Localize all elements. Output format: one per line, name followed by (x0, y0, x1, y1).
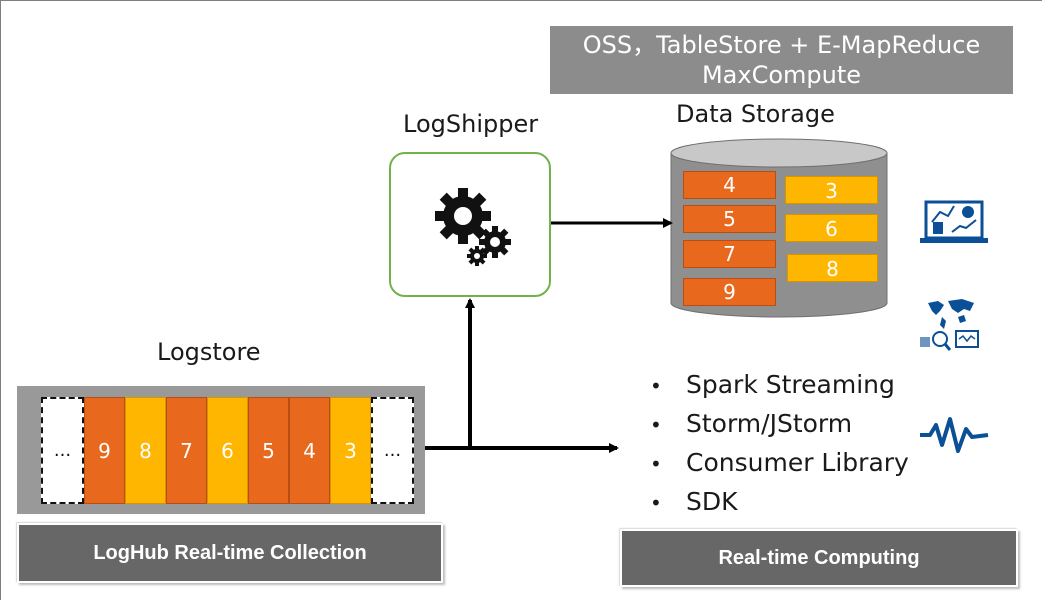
bullet-icon: • (650, 413, 662, 437)
logstore-cell: 8 (125, 397, 166, 504)
storage-cell: 6 (785, 214, 878, 242)
world-data-icon (920, 299, 979, 351)
logstore-cell: 5 (248, 397, 289, 504)
logstore-cell: 7 (166, 397, 207, 504)
logstore-ellipsis-right: ... (371, 397, 414, 504)
storage-cell: 3 (785, 176, 878, 204)
storage-banner-line1: OSS，TableStore + E-MapReduce (582, 31, 981, 59)
storage-banner-line2: MaxCompute (701, 61, 862, 89)
realtime-computing-label: Real-time Computing (620, 529, 1018, 587)
bullet-icon: • (650, 491, 662, 515)
bullet-icon: • (650, 374, 662, 398)
list-item: •Spark Streaming (650, 366, 909, 405)
logstore: ... 9 8 7 6 5 4 3 ... (17, 386, 425, 514)
analytics-laptop-icon (920, 200, 988, 243)
storage-cell: 7 (683, 240, 776, 268)
storage-banner: OSS，TableStore + E-MapReduce MaxCompute (550, 26, 1013, 94)
logshipper-box (389, 152, 551, 297)
logstore-cell: 6 (207, 397, 248, 504)
logstore-title: Logstore (157, 338, 261, 366)
pulse-wave-icon (920, 417, 989, 453)
bullet-icon: • (650, 452, 662, 476)
gears-icon (435, 188, 511, 266)
logshipper-title: LogShipper (403, 110, 539, 138)
loghub-collection-label: LogHub Real-time Collection (17, 523, 443, 583)
data-storage-title: Data Storage (676, 100, 835, 128)
logstore-cell: 4 (289, 397, 330, 504)
storage-cell: 9 (683, 278, 776, 306)
list-item: •Consumer Library (650, 444, 909, 483)
data-storage-cylinder: 4 5 7 9 3 6 8 (669, 137, 889, 319)
storage-cell: 4 (683, 171, 776, 199)
storage-cell: 5 (683, 205, 776, 233)
logstore-ellipsis-left: ... (41, 397, 84, 504)
storage-cell: 8 (787, 254, 878, 282)
logstore-cell: 3 (330, 397, 371, 504)
list-item: •SDK (650, 483, 909, 522)
list-item: •Storm/JStorm (650, 405, 909, 444)
computing-list: •Spark Streaming •Storm/JStorm •Consumer… (650, 366, 909, 522)
logstore-cell: 9 (84, 397, 125, 504)
